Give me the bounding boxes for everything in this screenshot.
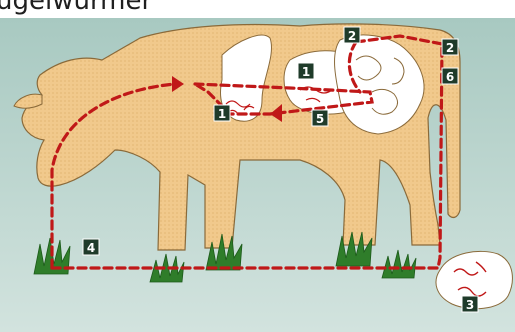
badge-step-2-right: 2 [442, 39, 458, 55]
badge-label-5: 5 [316, 112, 324, 126]
badge-label-6: 6 [446, 70, 454, 84]
badge-step-5: 5 [312, 110, 328, 126]
badge-step-4: 4 [83, 239, 99, 255]
badge-label-1-upper: 1 [302, 65, 310, 79]
badge-step-3: 3 [462, 296, 478, 312]
badge-step-1-lower: 1 [214, 105, 230, 121]
badge-label-3: 3 [466, 298, 474, 312]
badge-step-6: 6 [442, 68, 458, 84]
badge-label-1-lower: 1 [218, 107, 226, 121]
badge-label-4: 4 [87, 241, 95, 255]
badge-step-1-upper: 1 [298, 63, 314, 79]
badge-step-2-upper: 2 [344, 27, 360, 43]
badge-label-2-upper: 2 [348, 29, 356, 43]
badge-label-2-right: 2 [446, 41, 454, 55]
